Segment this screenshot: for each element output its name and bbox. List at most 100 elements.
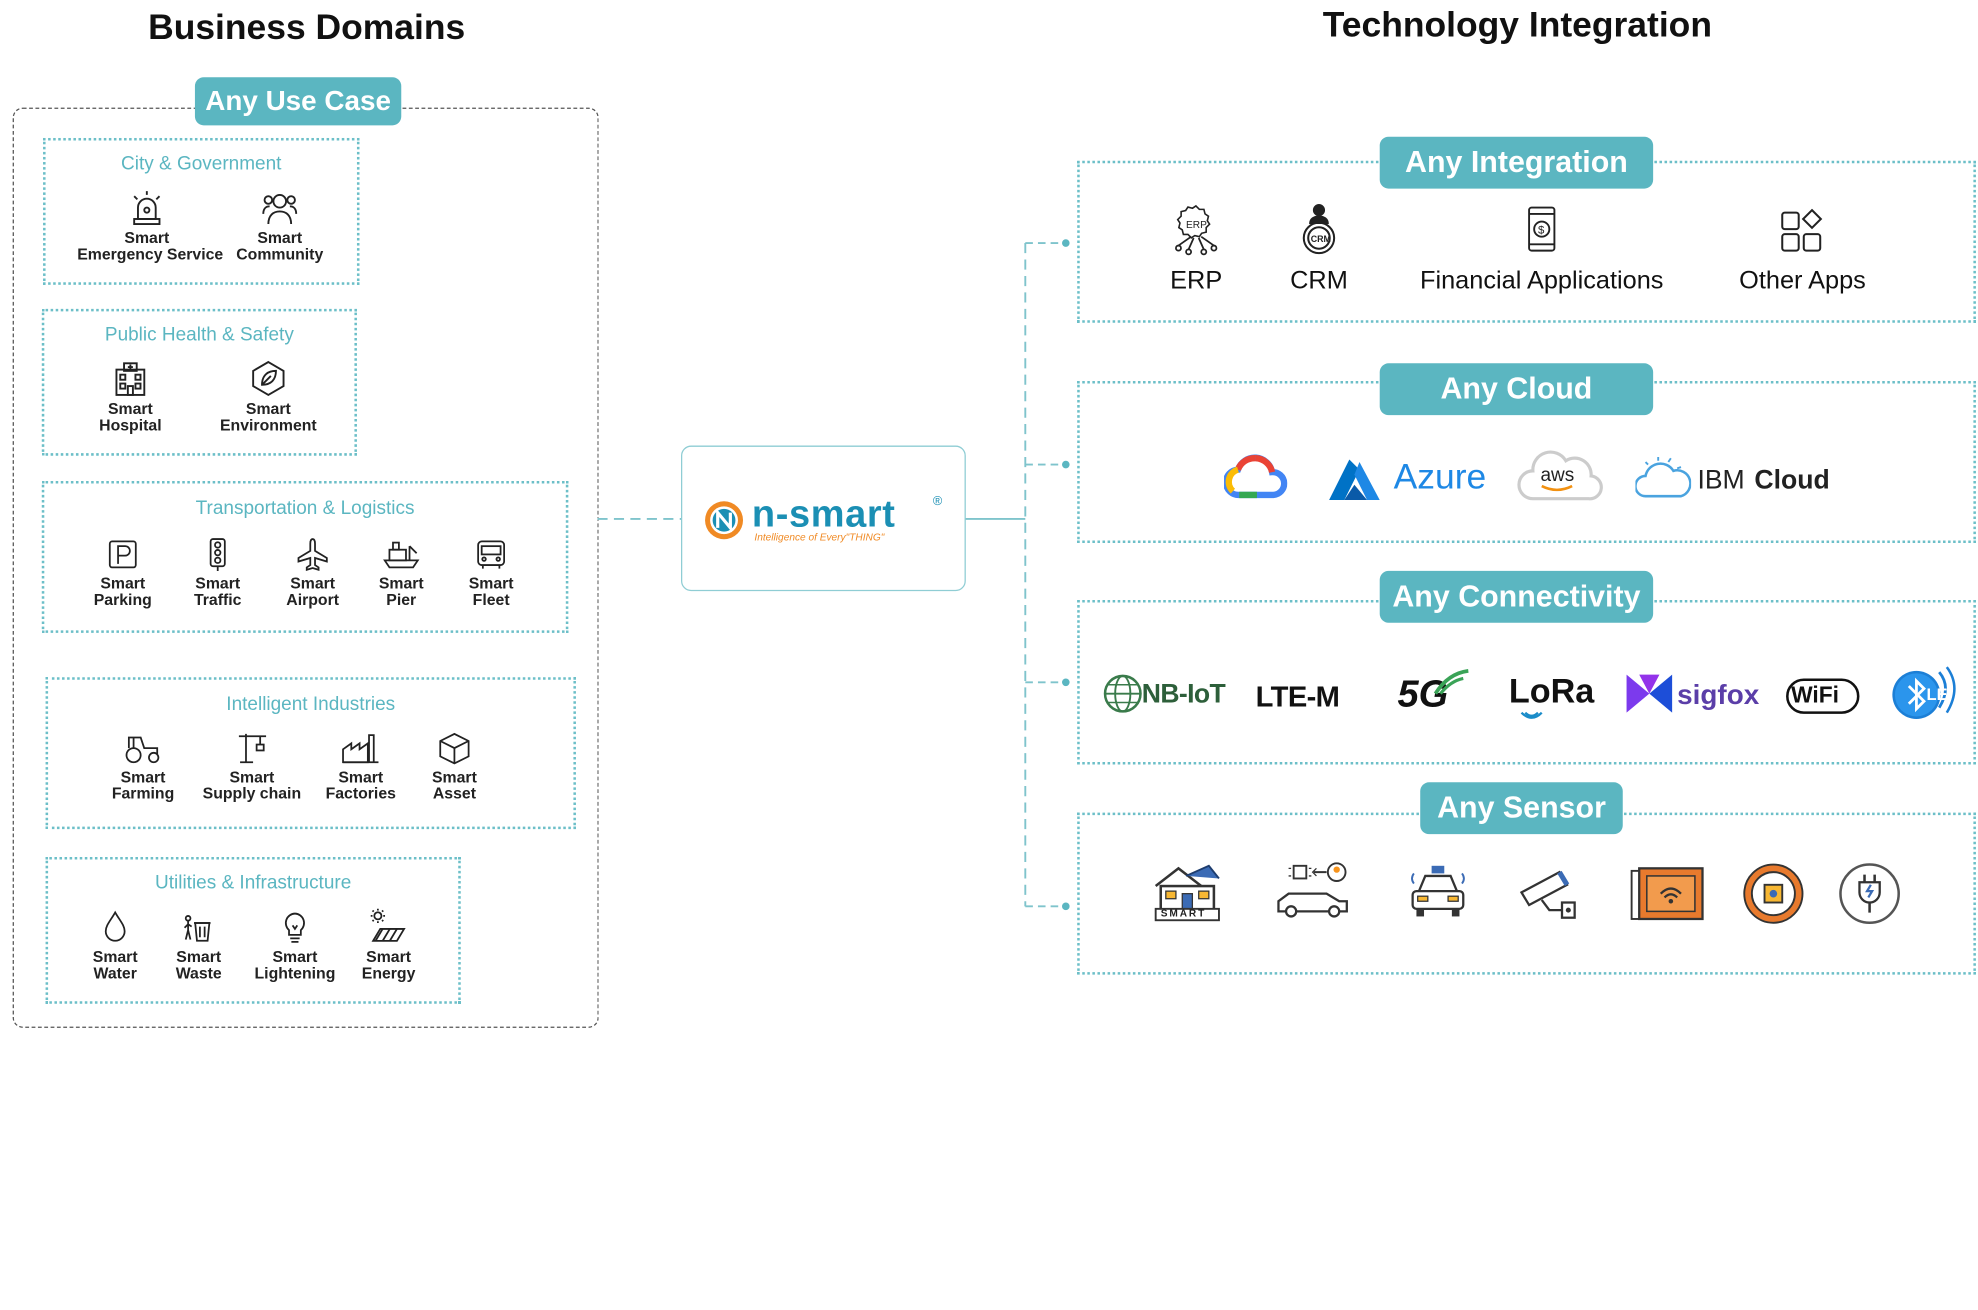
- item-line2: Lightening: [254, 964, 336, 983]
- item-smart-emergency-service: Smart Emergency Service: [77, 189, 224, 264]
- item-line2: Emergency Service: [77, 245, 224, 264]
- item-smart-asset: Smart Asset: [385, 730, 524, 802]
- lte-m-logo-text: LTE-M: [1255, 679, 1340, 713]
- item-smart-water: Smart Water: [46, 908, 185, 983]
- nb-iot-logo-text: NB-IoT: [1141, 679, 1226, 709]
- item-line1: Smart: [245, 399, 291, 418]
- box-icon: [439, 732, 470, 765]
- item-line1: Smart: [229, 768, 275, 787]
- item-line1: Smart: [100, 574, 146, 593]
- item-line2: Parking: [93, 591, 152, 609]
- item-line2: Factories: [325, 784, 396, 803]
- item-smart-environment: Smart Environment: [199, 359, 338, 434]
- group-public-health-safety: Public Health & Safety Smart Hospital Sm…: [41, 308, 357, 456]
- traffic-light-icon: [209, 538, 226, 571]
- n-smart-logo-mark: [705, 501, 744, 540]
- group-utilities-infrastructure: Utilities & Infrastructure Smart Water S…: [45, 856, 461, 1004]
- item-line2: Hospital: [99, 416, 162, 435]
- any-connectivity-badge: Any Connectivity: [1379, 570, 1654, 623]
- item-line2: Environment: [219, 416, 317, 435]
- item-line2: Pier: [386, 591, 417, 609]
- tractor-icon: [125, 736, 160, 764]
- any-integration-badge: Any Integration: [1379, 136, 1654, 189]
- ship-icon: [383, 541, 420, 569]
- group-title: Public Health & Safety: [104, 324, 294, 346]
- svg-text:$: $: [1538, 225, 1545, 237]
- wifi-logo: WiFi: [1786, 678, 1860, 714]
- integration-crm: CRM CRM: [1281, 203, 1357, 297]
- any-cloud-badge: Any Cloud: [1379, 363, 1654, 416]
- item-smart-pier: Smart Pier: [332, 537, 471, 609]
- item-smart-supply-chain: Smart Supply chain: [182, 730, 321, 802]
- sigfox-icon: [1626, 674, 1673, 713]
- smart-home-icon: [1154, 864, 1220, 922]
- google-cloud-logo: [1224, 454, 1288, 499]
- bluetooth-le-icon: [1892, 666, 1956, 719]
- round-device-icon: [1743, 863, 1804, 924]
- group-title: Utilities & Infrastructure: [155, 872, 352, 894]
- erp-icon: ERP: [1175, 204, 1218, 256]
- item-line2: Traffic: [193, 591, 242, 609]
- n-smart-logo-card: n-smart ® Intelligence of Every"THING": [681, 445, 966, 592]
- 5g-logo-text: 5G: [1397, 673, 1449, 716]
- svg-text:ERP: ERP: [1186, 220, 1207, 231]
- wifi-logo-text: WiFi: [1791, 682, 1839, 708]
- item-line1: Smart: [176, 948, 222, 966]
- item-line1: Smart: [272, 948, 318, 966]
- integration-erp: ERP ERP: [1158, 203, 1234, 297]
- item-line2: Community: [236, 245, 324, 264]
- connector-lines: [597, 239, 1070, 911]
- item-smart-factories: Smart Factories: [291, 730, 430, 802]
- leaf-icon: [252, 360, 285, 397]
- item-smart-waste: Smart Waste: [129, 908, 268, 983]
- item-line1: Smart: [92, 948, 138, 966]
- item-line2: Energy: [361, 964, 416, 983]
- item-line1: Smart: [124, 229, 170, 247]
- integration-label: Other Apps: [1739, 267, 1866, 295]
- integration-financial-applications: $ Financial Applications: [1408, 203, 1676, 297]
- item-line2: Waste: [175, 964, 222, 983]
- item-line1: Smart: [431, 768, 477, 787]
- svg-text:CRM: CRM: [1311, 234, 1331, 244]
- aws-text: aws: [1540, 464, 1575, 487]
- lora-logo-text: LoRa: [1508, 672, 1595, 711]
- item-line1: Smart: [107, 399, 153, 418]
- group-transportation-logistics: Transportation & Logistics Smart Parking…: [41, 481, 569, 633]
- apps-grid-icon: [1781, 208, 1823, 252]
- integration-label: CRM: [1290, 267, 1348, 295]
- group-title: Intelligent Industries: [226, 693, 396, 716]
- sigfox-logo-text: sigfox: [1677, 678, 1760, 711]
- item-line1: Smart: [366, 948, 412, 966]
- technology-integration-title: Technology Integration: [1322, 5, 1712, 45]
- solar-panel-icon: [370, 908, 406, 942]
- item-line2: Asset: [432, 784, 476, 803]
- aws-cloud-shape: [1517, 450, 1603, 501]
- n-smart-wordmark: n-smart: [751, 493, 896, 536]
- item-line2: Farming: [111, 784, 175, 803]
- integration-label: ERP: [1170, 267, 1223, 295]
- registered-mark: ®: [932, 494, 943, 509]
- smart-home-text: SMART: [1160, 907, 1207, 919]
- item-line2: Supply chain: [202, 784, 302, 803]
- item-smart-farming: Smart Farming: [73, 730, 212, 802]
- n-smart-tagline: Intelligence of Every"THING": [754, 531, 885, 544]
- item-line1: Smart: [468, 574, 514, 593]
- item-line2: Water: [93, 964, 137, 983]
- group-intelligent-industries: Intelligent Industries Smart Farming Sma…: [45, 677, 576, 830]
- group-title: City & Government: [121, 153, 282, 175]
- cctv-camera-icon: [1519, 870, 1576, 919]
- item-line1: Smart: [378, 574, 424, 593]
- crm-icon: CRM: [1302, 204, 1336, 255]
- item-smart-lightening: Smart Lightening: [225, 908, 364, 983]
- wifi-panel-icon: [1630, 867, 1704, 921]
- item-line1: Smart: [290, 574, 336, 593]
- item-smart-parking: Smart Parking: [53, 537, 192, 609]
- group-city-government: City & Government Smart Emergency Servic…: [43, 137, 360, 285]
- factory-icon: [342, 734, 379, 764]
- airplane-icon: [297, 538, 328, 571]
- group-title: Transportation & Logistics: [195, 497, 415, 519]
- nb-iot-globe-icon: [1103, 674, 1142, 713]
- item-smart-energy: Smart Energy: [319, 908, 458, 983]
- community-icon: [262, 193, 298, 225]
- any-sensor-badge: Any Sensor: [1420, 782, 1623, 835]
